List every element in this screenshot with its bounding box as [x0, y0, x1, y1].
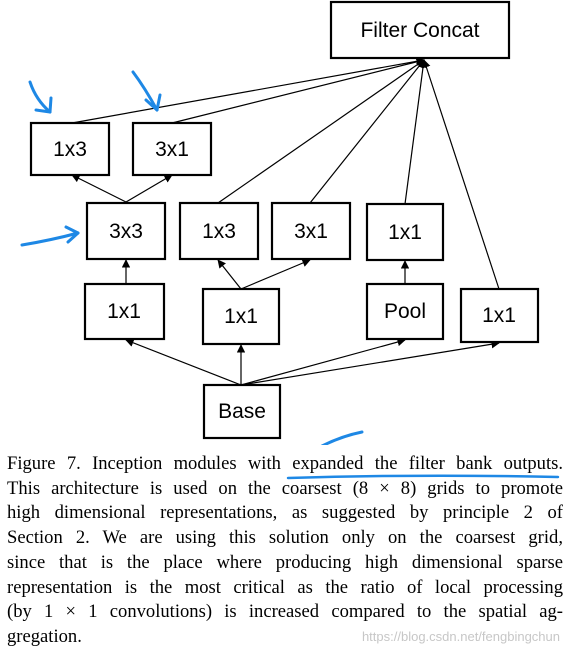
node-1x1-b	[201, 287, 281, 346]
edge-base-to-pool	[240, 337, 406, 386]
node-base	[202, 383, 282, 440]
annotation-arrowhead-1	[34, 96, 53, 114]
caption-line-4: Section 2. We are using this solution on…	[7, 527, 563, 549]
caption-line-7: (by 1 × 1 convolutions) is increased com…	[7, 601, 563, 623]
edge-1x1-c-to-concat	[422, 59, 500, 290]
edge-3x3-to-1x3	[71, 174, 127, 203]
node-1x3-top	[29, 121, 111, 177]
edge-1x1-b-to-1x3	[217, 259, 242, 290]
figure-caption: Figure 7. Inception modules with expande…	[7, 452, 563, 650]
caption-line-2: This architecture is used on the coarses…	[7, 477, 563, 499]
annotation-arrow-1	[28, 80, 52, 114]
node-3x3	[85, 201, 167, 261]
caption-line-3: high dimensional representations, as sug…	[7, 502, 563, 524]
caption-line-6: representation is the most critical as t…	[7, 576, 563, 598]
watermark: https://blog.csdn.net/fengbingchun	[361, 629, 560, 644]
label-1x1-b: 1x1	[224, 305, 258, 328]
caption-line-8: gregation.	[7, 625, 82, 647]
edge-mid-3x1-to-concat	[309, 59, 425, 204]
node-1x1-c	[459, 287, 540, 344]
label-base: Base	[218, 400, 266, 423]
edge-3x1-to-concat	[171, 57, 425, 124]
label-3x3: 3x3	[109, 220, 143, 243]
annotation-arrow-3	[20, 231, 80, 247]
node-1x1-mid	[365, 202, 445, 262]
label-3x1-mid: 3x1	[294, 220, 328, 243]
label-pool: Pool	[384, 300, 426, 323]
node-3x1-mid	[270, 201, 352, 261]
node-1x1-a	[83, 282, 166, 341]
node-1x3-mid	[178, 201, 260, 261]
annotation-arrowhead-2	[144, 93, 162, 112]
edge-base-to-1x1-a	[125, 338, 242, 386]
edge-3x3-to-3x1	[125, 174, 173, 203]
annotation-arrowhead-3	[64, 225, 80, 244]
label-1x1-a: 1x1	[107, 300, 141, 323]
connectors	[71, 57, 500, 386]
caption-line-5: since that is the place where producing …	[7, 551, 563, 573]
label-1x1-c: 1x1	[482, 304, 516, 327]
edge-mid-1x1-to-concat	[404, 59, 428, 205]
node-filter-concat	[329, 0, 511, 60]
label-filter-concat: Filter Concat	[360, 19, 479, 42]
inception-module-diagram: Filter Concat 1x3 3x1 3x3 1x3 3x1 1x1 1x…	[20, 0, 540, 445]
label-3x1-top: 3x1	[155, 138, 189, 161]
edge-mid-1x3-to-concat	[217, 59, 425, 204]
label-1x1-mid: 1x1	[388, 221, 422, 244]
edge-1x3-to-concat	[71, 57, 425, 124]
annotation-arrow-2	[131, 70, 159, 112]
edge-1x1-b-to-3x1	[240, 259, 311, 290]
edge-base-to-1x1-c	[240, 340, 500, 386]
label-1x3-mid: 1x3	[202, 220, 236, 243]
node-3x1-top	[131, 121, 213, 177]
label-1x3-top: 1x3	[53, 138, 87, 161]
node-pool	[365, 282, 445, 341]
annotation-arrow-4	[320, 430, 364, 445]
caption-line-1: Figure 7. Inception modules with expande…	[7, 453, 563, 474]
